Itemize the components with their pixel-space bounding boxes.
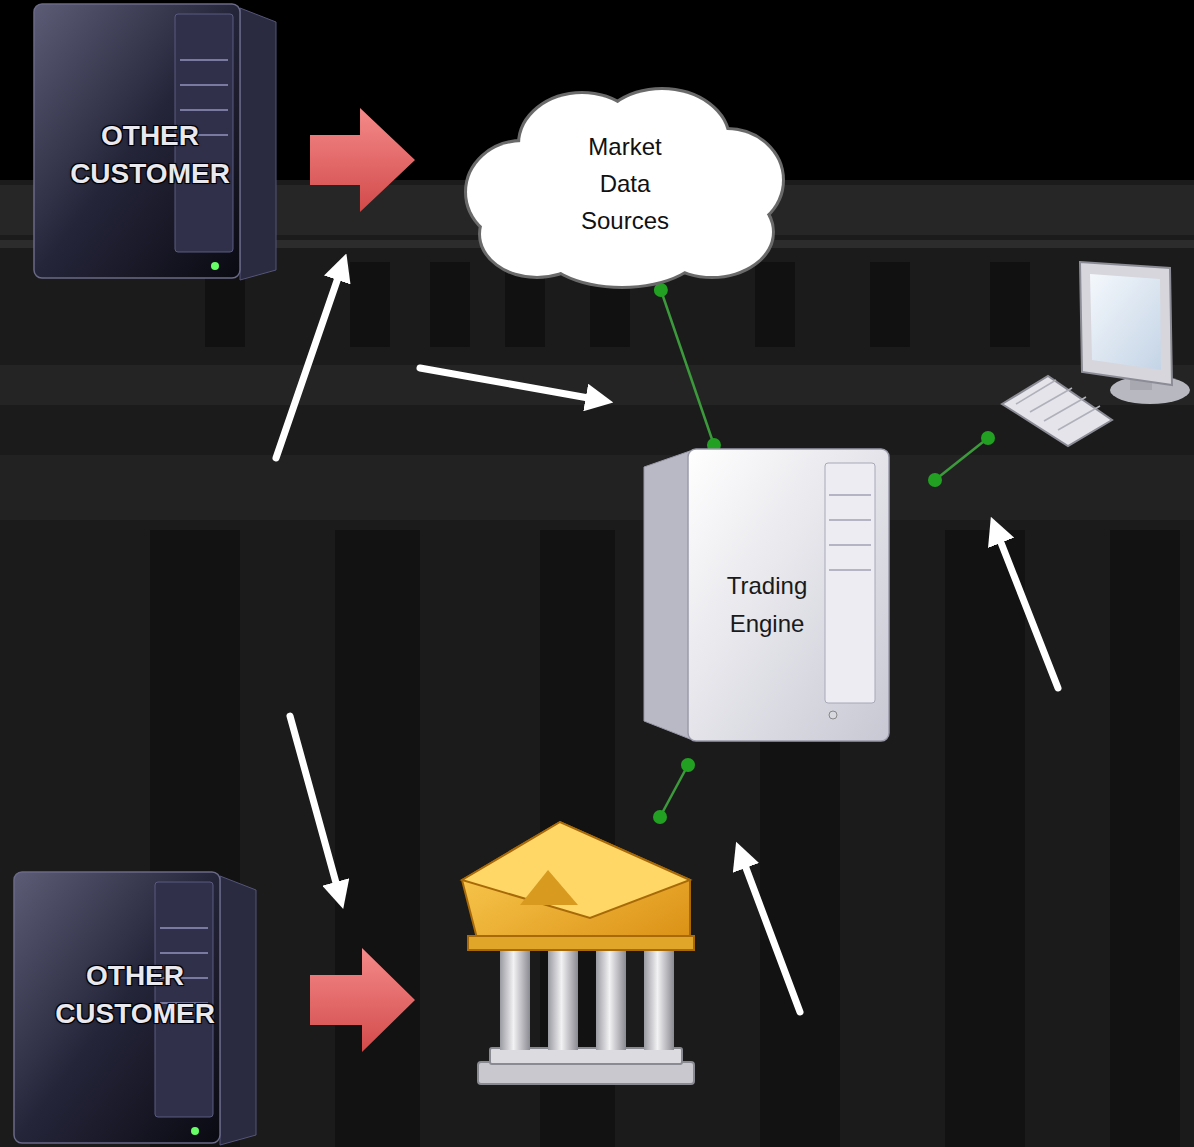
customer-server: OTHER CUSTOMER <box>10 868 260 1147</box>
pointer-arrows <box>276 272 1058 1012</box>
node-label: Trading Engine <box>707 567 827 643</box>
node-label: Market Data Sources <box>569 128 681 239</box>
data-cloud: Market Data Sources <box>462 82 788 290</box>
customer-server: OTHER CUSTOMER <box>30 0 280 282</box>
flow-arrow-body <box>310 108 415 212</box>
wire-line <box>661 290 714 445</box>
node-label: OTHER CUSTOMER <box>50 117 250 193</box>
engine-server: Trading Engine <box>640 445 895 745</box>
building-photo <box>0 180 1194 1147</box>
flow-arrow <box>310 108 415 212</box>
bank-icon <box>462 822 694 1084</box>
network-wire <box>654 283 721 452</box>
network-wire <box>653 431 995 824</box>
red-flow-arrow <box>310 948 415 1052</box>
computer-icon <box>1002 262 1190 446</box>
node-label: OTHER CUSTOMER <box>35 957 235 1033</box>
